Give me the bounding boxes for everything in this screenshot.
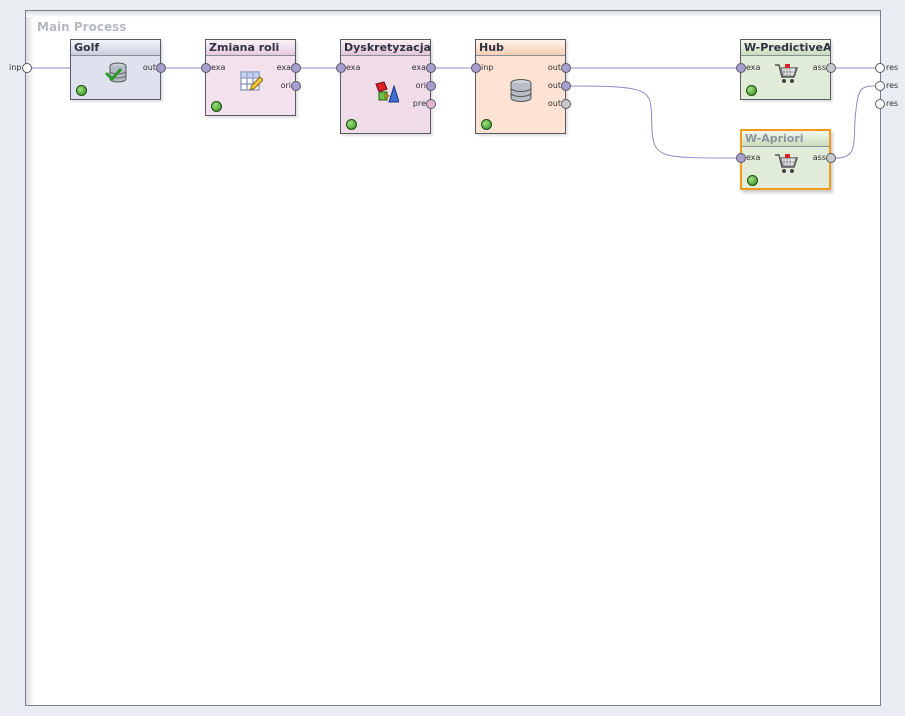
process-result-label-3: res <box>886 99 899 108</box>
zmiana-roli-in-label: exa <box>211 63 226 72</box>
operator-w-predictive-apriori[interactable]: W-PredictiveA... <box>740 39 831 100</box>
shopping-cart-icon <box>774 151 798 179</box>
w-predictive-apriori-in-label: exa <box>746 63 761 72</box>
w-apriori-in-label: exa <box>746 153 761 162</box>
hub-out-label-3: out <box>547 99 561 108</box>
zmiana-roli-out-port-2[interactable] <box>291 81 301 91</box>
database-retrieve-icon <box>104 61 128 89</box>
dyskretyzacja-in-label: exa <box>346 63 361 72</box>
dyskretyzacja-out-port-3[interactable] <box>426 99 436 109</box>
zmiana-roli-in-port[interactable] <box>201 63 211 73</box>
process-result-port-1[interactable] <box>875 63 885 73</box>
operator-hub[interactable]: Hub <box>475 39 566 134</box>
hub-out-port-3[interactable] <box>561 99 571 109</box>
operator-zmiana-roli-status-icon <box>211 101 222 112</box>
operator-w-predictive-apriori-status-icon <box>746 85 757 96</box>
zmiana-roli-out-label-1: exa <box>276 63 291 72</box>
zmiana-roli-out-label-2: ori <box>280 81 291 90</box>
process-result-port-2[interactable] <box>875 81 885 91</box>
shapes-icon <box>373 80 400 108</box>
w-predictive-apriori-out-port[interactable] <box>826 63 836 73</box>
operator-zmiana-roli[interactable]: Zmiana roli <box>205 39 296 116</box>
w-predictive-apriori-out-label: ass <box>812 63 826 72</box>
process-result-label-1: res <box>886 63 899 72</box>
dyskretyzacja-out-port-2[interactable] <box>426 81 436 91</box>
w-predictive-apriori-in-port[interactable] <box>736 63 746 73</box>
operator-golf-status-icon <box>76 85 87 96</box>
operator-golf-title: Golf <box>71 40 160 56</box>
golf-out-label: out <box>142 63 156 72</box>
table-edit-icon <box>239 69 264 97</box>
hub-out-port-1[interactable] <box>561 63 571 73</box>
zmiana-roli-out-port-1[interactable] <box>291 63 301 73</box>
operator-hub-title: Hub <box>476 40 565 56</box>
shopping-cart-icon <box>774 61 798 89</box>
dyskretyzacja-in-port[interactable] <box>336 63 346 73</box>
dyskretyzacja-out-label-2: ori <box>415 81 426 90</box>
hub-in-label: inp <box>481 63 494 72</box>
process-result-label-2: res <box>886 81 899 90</box>
w-apriori-out-label: ass <box>812 153 826 162</box>
golf-out-port[interactable] <box>156 63 166 73</box>
hub-out-label-1: out <box>547 63 561 72</box>
hub-in-port[interactable] <box>471 63 481 73</box>
operator-hub-status-icon <box>481 119 492 130</box>
hub-out-port-2[interactable] <box>561 81 571 91</box>
w-apriori-in-port[interactable] <box>736 153 746 163</box>
w-apriori-out-port[interactable] <box>826 153 836 163</box>
process-title: Main Process <box>37 20 127 34</box>
database-stack-icon <box>509 78 533 108</box>
dyskretyzacja-out-port-1[interactable] <box>426 63 436 73</box>
operator-dyskretyzacja-title: Dyskretyzacja <box>341 40 430 56</box>
operator-w-predictive-apriori-title: W-PredictiveA... <box>741 40 830 56</box>
process-input-label: inp <box>9 63 22 72</box>
dyskretyzacja-out-label-3: pre <box>412 99 426 108</box>
hub-out-label-2: out <box>547 81 561 90</box>
operator-zmiana-roli-title: Zmiana roli <box>206 40 295 56</box>
operator-dyskretyzacja-status-icon <box>346 119 357 130</box>
operator-w-apriori[interactable]: W-Apriori <box>740 129 831 190</box>
process-input-port[interactable] <box>22 63 32 73</box>
operator-dyskretyzacja[interactable]: Dyskretyzacja <box>340 39 431 134</box>
operator-w-apriori-status-icon <box>747 175 758 186</box>
dyskretyzacja-out-label-1: exa <box>411 63 426 72</box>
process-canvas[interactable]: Main Process <box>25 10 881 706</box>
operator-w-apriori-title: W-Apriori <box>742 131 829 147</box>
operator-golf[interactable]: Golf <box>70 39 161 100</box>
process-result-port-3[interactable] <box>875 99 885 109</box>
